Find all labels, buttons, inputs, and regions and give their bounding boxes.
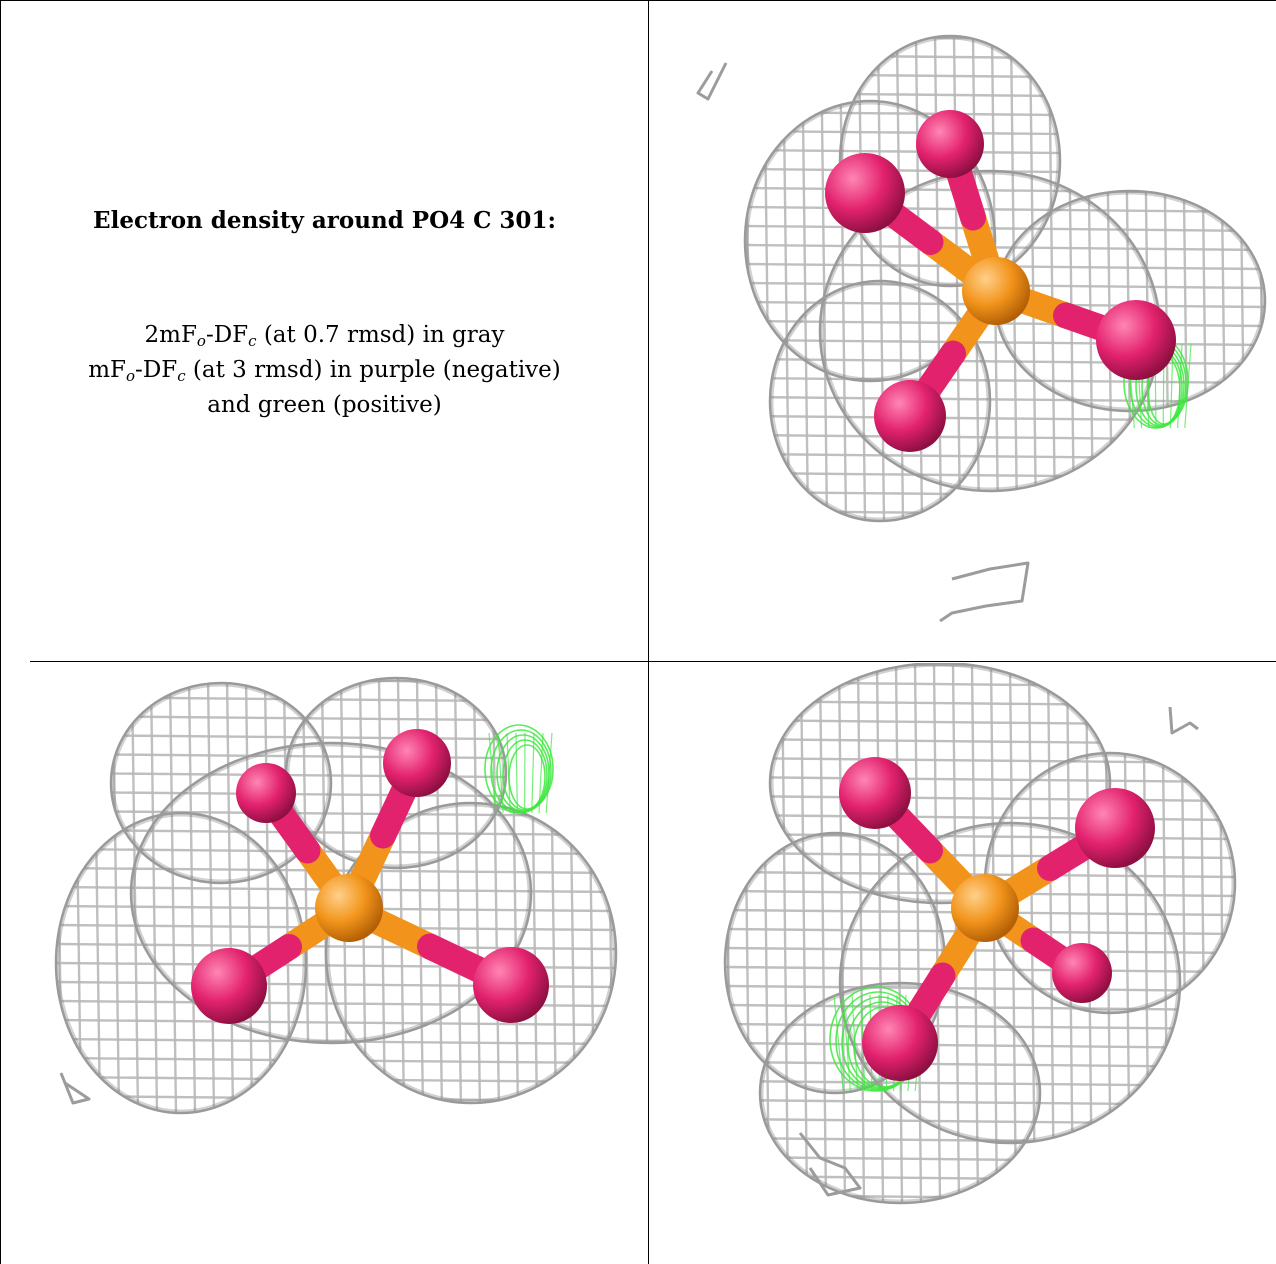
border-top xyxy=(0,0,1276,1)
po4-model xyxy=(839,757,1155,1081)
caption-title: Electron density around PO4 C 301: xyxy=(93,207,556,234)
oxygen-atom-1 xyxy=(236,763,296,823)
mesh-fragment xyxy=(939,561,1030,623)
oxygen-atom-3 xyxy=(1052,943,1112,1003)
oxygen-atom-2 xyxy=(916,110,984,178)
phosphorus-atom xyxy=(315,874,383,942)
phosphorus-atom xyxy=(951,874,1019,942)
divider-horizontal xyxy=(30,661,1276,662)
oxygen-atom-3 xyxy=(191,948,267,1024)
density-view-1 xyxy=(650,1,1276,661)
mesh-fragment xyxy=(59,1072,91,1105)
oxygen-atom-4 xyxy=(874,380,946,452)
border-left xyxy=(0,0,1,1264)
po4-model xyxy=(191,729,549,1024)
density-view-2 xyxy=(1,663,648,1264)
caption-panel: Electron density around PO4 C 301: 2mFo-… xyxy=(1,1,648,661)
mesh-fragment xyxy=(696,62,728,101)
caption-line-2fofc: 2mFo-DFc (at 0.7 rmsd) in gray xyxy=(144,322,505,350)
caption-legend: 2mFo-DFc (at 0.7 rmsd) in gray mFo-DFc (… xyxy=(1,318,648,423)
positive-difference-density xyxy=(484,724,554,814)
oxygen-atom-2 xyxy=(1075,788,1155,868)
mesh-fragment xyxy=(798,1132,862,1197)
oxygen-atom-3 xyxy=(1096,300,1176,380)
oxygen-atom-2 xyxy=(383,729,451,797)
caption-line-colors: and green (positive) xyxy=(207,392,442,418)
oxygen-atom-1 xyxy=(825,153,905,233)
density-view-3 xyxy=(650,663,1276,1264)
po4-model xyxy=(825,110,1176,452)
phosphorus-atom xyxy=(962,257,1030,325)
mesh-fragment xyxy=(1168,706,1199,735)
caption-line-fofc: mFo-DFc (at 3 rmsd) in purple (negative) xyxy=(88,357,561,385)
oxygen-atom-4 xyxy=(862,1005,938,1081)
oxygen-atom-4 xyxy=(473,947,549,1023)
oxygen-atom-1 xyxy=(839,757,911,829)
divider-vertical xyxy=(648,0,649,1264)
